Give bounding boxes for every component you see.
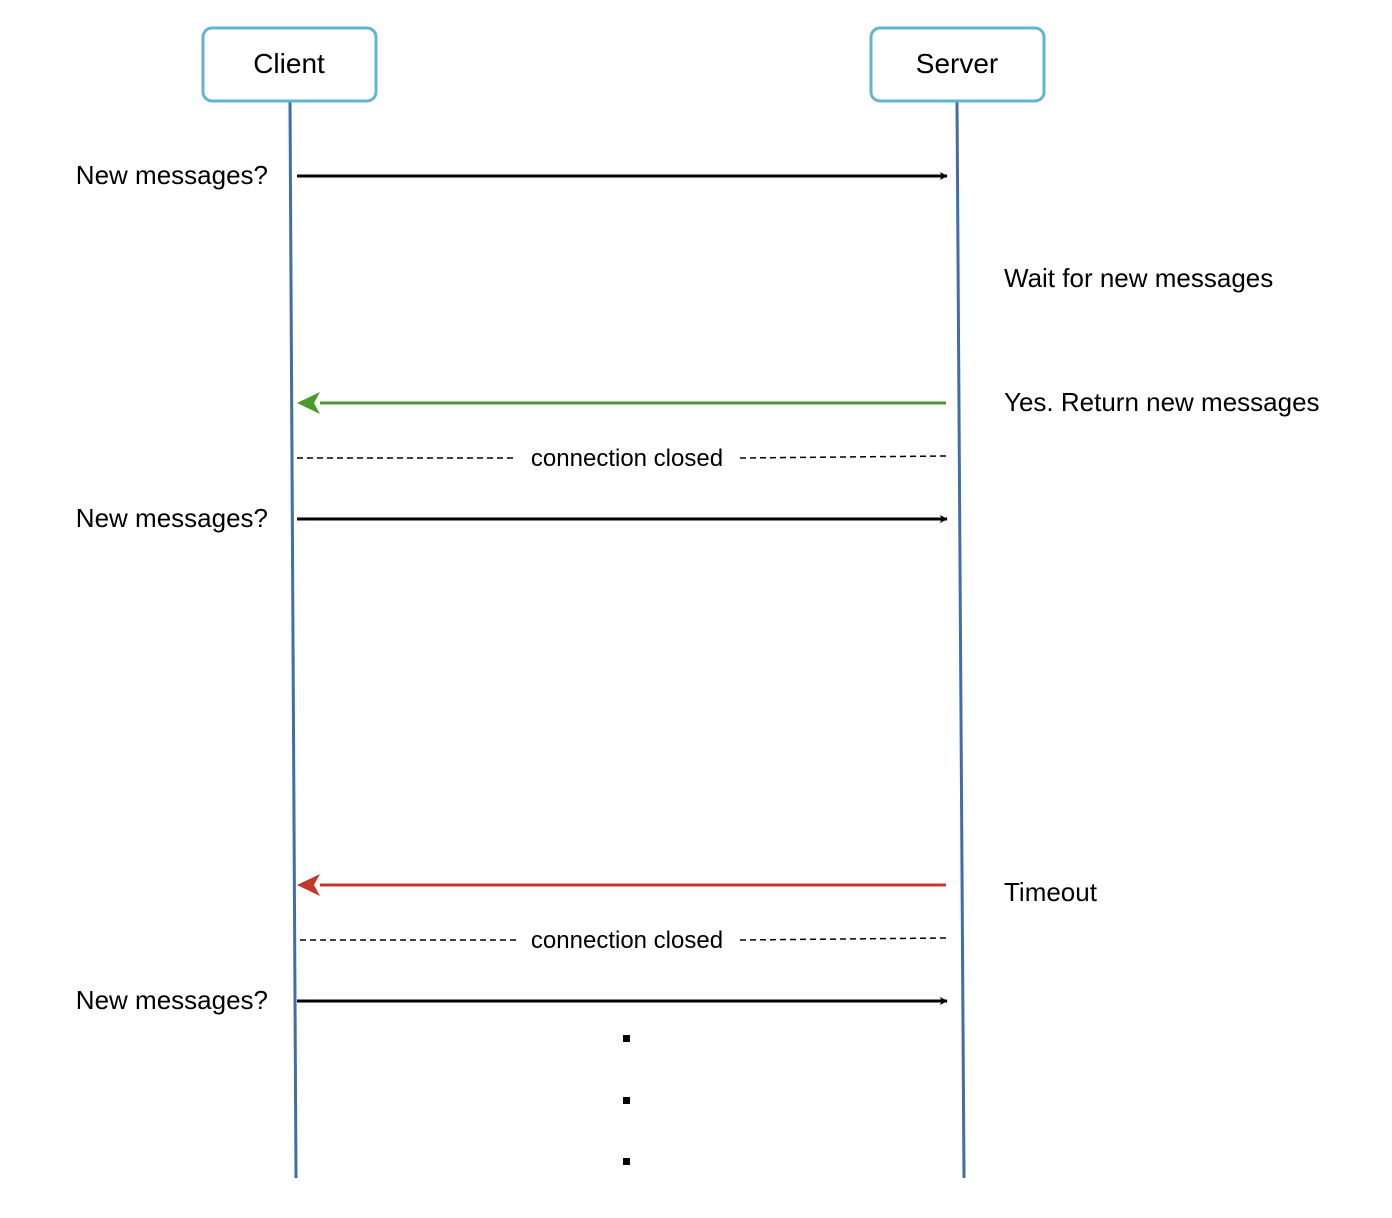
server-wait-note: Wait for new messages xyxy=(1004,263,1273,293)
connection-closed-label-1: connection closed xyxy=(531,445,723,472)
server-actor: Server xyxy=(869,26,1046,103)
request-label-1: New messages? xyxy=(76,160,268,190)
continuation-dot-2 xyxy=(623,1097,630,1104)
server-lifeline xyxy=(955,101,966,1179)
timeout-arrowhead xyxy=(297,874,320,896)
continuation-dot-1 xyxy=(623,1035,630,1042)
request-label-2: New messages? xyxy=(76,503,268,533)
server-actor-label: Server xyxy=(916,48,998,79)
timeout-label: Timeout xyxy=(1004,877,1098,907)
success-arrowhead xyxy=(297,392,320,414)
request-label-3: New messages? xyxy=(76,985,268,1015)
client-actor: Client xyxy=(201,26,378,103)
connection-closed-line-right-2 xyxy=(739,937,947,941)
connection-closed-line-right-1 xyxy=(739,455,947,459)
connection-closed-label-2: connection closed xyxy=(531,927,723,954)
client-actor-label: Client xyxy=(253,48,325,79)
ellipsis-vertical-icon xyxy=(623,1035,630,1165)
client-lifeline xyxy=(288,101,298,1179)
success-response-label: Yes. Return new messages xyxy=(1004,387,1320,417)
continuation-dot-3 xyxy=(623,1158,630,1165)
